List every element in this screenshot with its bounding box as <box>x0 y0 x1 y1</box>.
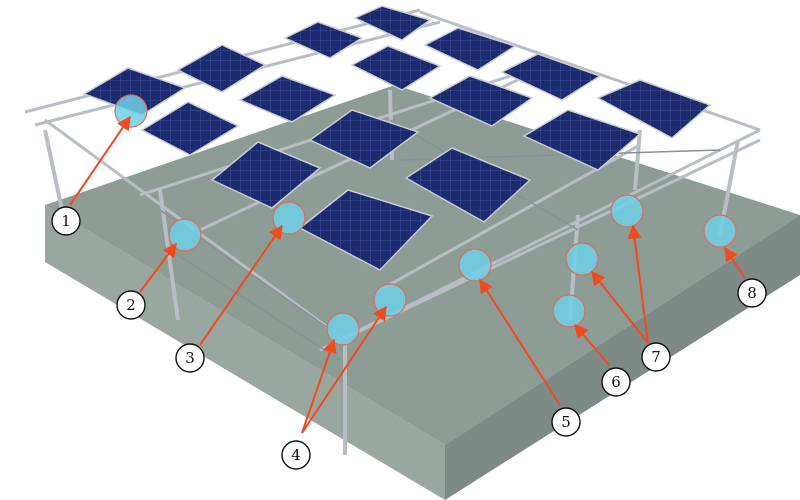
callout-5: 5 <box>551 407 581 437</box>
arrow-5 <box>479 278 561 406</box>
arrow-4a <box>301 338 337 434</box>
solar-panel <box>353 5 432 41</box>
highlight-marker <box>373 283 407 317</box>
callout-labels: 1 2 3 4 5 6 7 8 <box>51 206 767 470</box>
highlight-marker <box>703 214 737 248</box>
highlight-marker <box>168 218 202 252</box>
arrow-8 <box>724 246 746 279</box>
solar-panel <box>238 75 337 123</box>
callout-3: 3 <box>175 343 205 373</box>
highlight-marker <box>326 312 360 346</box>
ground-right-face <box>445 215 800 500</box>
arrow-7a <box>591 270 649 344</box>
highlight-markers <box>114 94 737 346</box>
solar-panel <box>423 27 517 71</box>
solar-panel <box>283 21 364 59</box>
callout-label-8: 8 <box>747 284 757 302</box>
solar-panel <box>140 101 240 156</box>
arrow-4b <box>301 305 387 434</box>
solar-panel <box>176 44 267 93</box>
callout-1: 1 <box>51 206 81 236</box>
callout-label-6: 6 <box>611 373 621 391</box>
arrow-3 <box>199 224 283 346</box>
callout-7: 7 <box>641 342 671 372</box>
callout-label-4: 4 <box>291 446 301 464</box>
solar-panel <box>428 75 534 127</box>
callout-label-5: 5 <box>561 413 571 431</box>
solar-panel <box>350 45 442 91</box>
highlight-marker <box>458 248 492 282</box>
callout-4: 4 <box>281 440 311 470</box>
highlight-marker <box>272 201 306 235</box>
solar-panel <box>308 109 420 169</box>
callout-label-7: 7 <box>651 348 661 366</box>
ground-block <box>45 85 800 500</box>
solar-panel <box>298 189 434 271</box>
callout-label-3: 3 <box>185 349 195 367</box>
solar-panel <box>500 53 602 101</box>
solar-panel <box>522 109 642 171</box>
arrow-6 <box>574 323 611 367</box>
callout-label-1: 1 <box>61 212 71 230</box>
solar-panel <box>596 79 712 139</box>
highlight-marker <box>552 294 586 328</box>
highlight-marker <box>114 94 148 128</box>
solar-panel <box>404 147 532 223</box>
arrow-7b <box>627 224 649 344</box>
arrow-1 <box>69 115 131 206</box>
highlight-marker <box>610 194 644 228</box>
highlight-marker <box>565 242 599 276</box>
callout-label-2: 2 <box>126 296 136 314</box>
solar-panels <box>82 5 712 271</box>
callout-8: 8 <box>737 278 767 308</box>
callout-2: 2 <box>116 290 146 320</box>
solar-panel <box>210 141 322 209</box>
arrow-2 <box>139 242 177 293</box>
callout-6: 6 <box>601 367 631 397</box>
pointer-arrows <box>69 115 746 434</box>
